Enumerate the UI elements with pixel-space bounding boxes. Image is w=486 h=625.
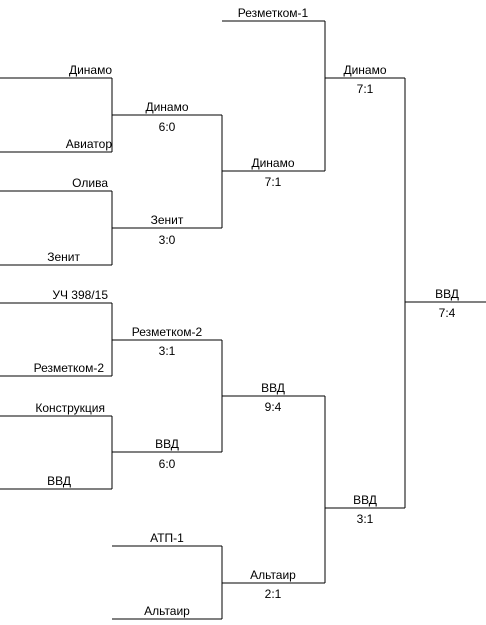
r1m3-team-b: Резметком-2: [34, 361, 105, 375]
r3m2-winner: ВВД: [261, 381, 285, 395]
r2m1-score: 6:0: [159, 120, 176, 134]
r2m4-score: 6:0: [159, 457, 176, 471]
r2m3-winner: Резметком-2: [132, 325, 203, 339]
r1m2-team-a: Олива: [72, 176, 108, 190]
r3m3-score: 2:1: [265, 587, 282, 601]
sf-top-winner: Динамо: [343, 63, 386, 77]
r2m3-score: 3:1: [159, 344, 176, 358]
final-score: 7:4: [439, 306, 456, 320]
r1m4-team-a: Конструкция: [35, 401, 105, 415]
r2m2-winner: Зенит: [151, 213, 184, 227]
r1m1-team-b: Авиатор: [66, 137, 113, 151]
sf-bottom-score: 3:1: [357, 512, 374, 526]
r2m2-score: 3:0: [159, 233, 176, 247]
r2m5-team-b: Альтаир: [144, 604, 190, 618]
r3m3-winner: Альтаир: [250, 568, 296, 582]
sf-top-score: 7:1: [357, 82, 374, 96]
sf-bottom-winner: ВВД: [353, 493, 377, 507]
r2m5-team-a: АТП-1: [150, 531, 184, 545]
r1m4-team-b: ВВД: [47, 474, 71, 488]
r1m1-team-a: Динамо: [69, 63, 112, 77]
r3m1-score: 7:1: [265, 175, 282, 189]
r2m4-winner: ВВД: [155, 437, 179, 451]
r3m1-winner: Динамо: [251, 156, 294, 170]
r1m3-team-a: УЧ 398/15: [52, 288, 108, 302]
r2m1-winner: Динамо: [145, 100, 188, 114]
r3-bye-team: Резметком-1: [238, 6, 309, 20]
final-winner: ВВД: [435, 287, 459, 301]
r3m2-score: 9:4: [265, 400, 282, 414]
r1m2-team-b: Зенит: [47, 250, 80, 264]
